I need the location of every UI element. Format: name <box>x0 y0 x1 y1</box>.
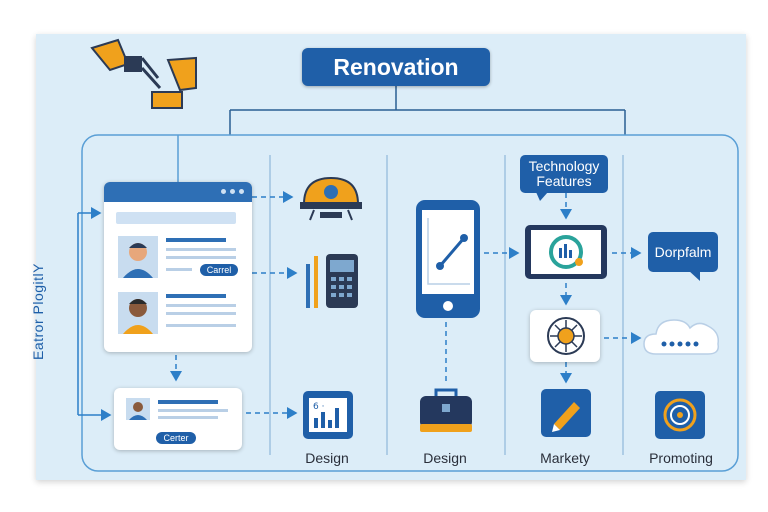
column-label-design-2: Design <box>423 450 467 466</box>
avatar-icon <box>126 398 150 420</box>
gear-icon <box>547 317 585 355</box>
profile-card: Certer <box>114 388 242 450</box>
title-connectors <box>229 86 626 135</box>
card-button-2[interactable]: Certer <box>156 432 196 444</box>
card-button-1[interactable]: Carrel <box>200 264 238 276</box>
outer-frame <box>81 134 739 472</box>
smartphone-icon <box>416 200 480 318</box>
technology-features-box: Technology Features <box>520 155 608 193</box>
tablet-chart-icon <box>525 225 607 279</box>
column-separators <box>269 155 624 455</box>
left-bracket <box>77 207 112 421</box>
window-titlebar <box>104 182 252 202</box>
dashed-arrows <box>170 191 642 419</box>
speech-tail <box>688 270 700 281</box>
marketing-pencil-icon <box>541 389 591 437</box>
hardhat-icon <box>300 176 362 221</box>
promoting-target-icon <box>655 391 705 439</box>
page-title: Renovation <box>302 48 490 86</box>
phone-tools-icon <box>306 254 358 308</box>
avatar-icon <box>118 292 158 334</box>
avatar-icon <box>118 236 158 278</box>
profile-list-window: Carrel <box>104 182 252 352</box>
settings-panel <box>530 310 600 362</box>
side-label: Eatror PlogitlY <box>30 263 46 360</box>
column-label-promoting: Promoting <box>649 450 713 466</box>
cloud-icon <box>643 319 720 355</box>
tech-box-line1: Technology <box>528 158 600 174</box>
tech-box-line2: Features <box>536 173 592 189</box>
platform-box: Dorpfalm <box>648 232 718 272</box>
drill-icon <box>90 38 197 109</box>
chart-board-icon: 6 · <box>303 391 353 439</box>
column-label-markety: Markety <box>540 450 590 466</box>
toolbox-icon <box>420 388 472 432</box>
column-label-design-1: Design <box>305 450 349 466</box>
svg-text:6 ·: 6 · <box>313 402 324 412</box>
speech-tail <box>536 192 548 201</box>
